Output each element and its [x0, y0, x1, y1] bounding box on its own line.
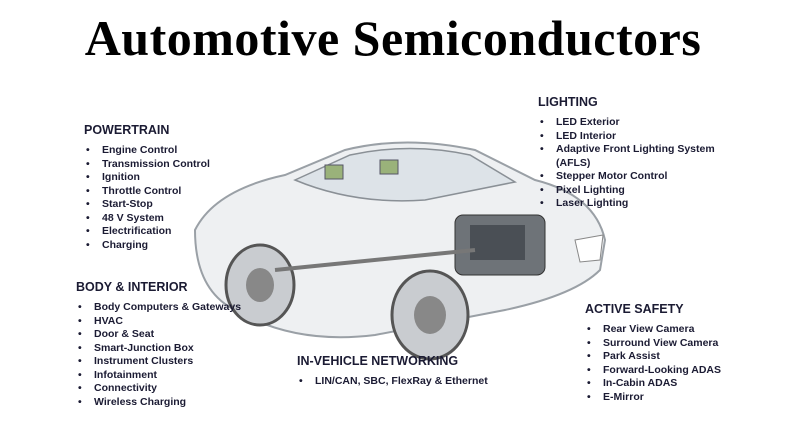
- list-item: •Charging: [86, 238, 149, 251]
- list-item: •Wireless Charging: [78, 395, 187, 408]
- page-title: Automotive Semiconductors: [84, 10, 702, 66]
- list-item: •Stepper Motor Control: [540, 170, 668, 182]
- list-item: •Infotainment: [78, 368, 157, 381]
- car-cutaway-illustration: [193, 141, 607, 361]
- list-item: •Rear View Camera: [587, 323, 695, 335]
- list-item: •LIN/CAN, SBC, FlexRay & Ethernet: [299, 375, 488, 387]
- list-item: •In-Cabin ADAS: [587, 377, 678, 389]
- list-item: •Pixel Lighting: [540, 183, 625, 196]
- list-item: •Smart-Junction Box: [78, 341, 194, 354]
- list-item: •E-Mirror: [587, 390, 644, 403]
- list-item: •HVAC: [78, 314, 123, 327]
- list-item: •Instrument Clusters: [78, 355, 194, 367]
- active-safety-section: ACTIVE SAFETY •Rear View Camera •Surroun…: [585, 302, 721, 404]
- list-item: •Start-Stop: [86, 198, 153, 210]
- list-item: •Electrification: [86, 225, 172, 237]
- list-item: •Park Assist: [587, 350, 660, 362]
- list-item: •48 V System: [86, 211, 164, 224]
- list-item: •Body Computers & Gateways: [78, 301, 242, 313]
- list-item: •Laser Lighting: [540, 197, 629, 209]
- list-item: •Door & Seat: [78, 328, 155, 340]
- lighting-heading: LIGHTING: [538, 95, 598, 109]
- body-interior-section: BODY & INTERIOR •Body Computers & Gatewa…: [76, 280, 241, 409]
- list-item: •Connectivity: [78, 382, 158, 394]
- active-safety-heading: ACTIVE SAFETY: [585, 302, 684, 316]
- networking-section: IN-VEHICLE NETWORKING •LIN/CAN, SBC, Fle…: [297, 354, 488, 389]
- lighting-section: LIGHTING •LED Exterior •LED Interior •Ad…: [538, 95, 715, 211]
- list-item: •Ignition: [86, 171, 140, 183]
- list-item: •Adaptive Front Lighting System: [540, 143, 715, 155]
- body-interior-heading: BODY & INTERIOR: [76, 280, 188, 294]
- powertrain-section: POWERTRAIN •Engine Control •Transmission…: [84, 123, 210, 252]
- list-item: •Engine Control: [86, 144, 178, 156]
- list-item: •LED Exterior: [540, 116, 620, 128]
- list-item: •LED Interior: [540, 129, 617, 142]
- list-item: •Forward-Looking ADAS: [587, 363, 722, 376]
- networking-heading: IN-VEHICLE NETWORKING: [297, 354, 459, 368]
- list-item: •Surround View Camera: [587, 336, 719, 349]
- list-item: (AFLS): [556, 156, 591, 169]
- list-item: •Transmission Control: [86, 157, 210, 170]
- powertrain-heading: POWERTRAIN: [84, 123, 170, 137]
- list-item: •Throttle Control: [86, 184, 182, 197]
